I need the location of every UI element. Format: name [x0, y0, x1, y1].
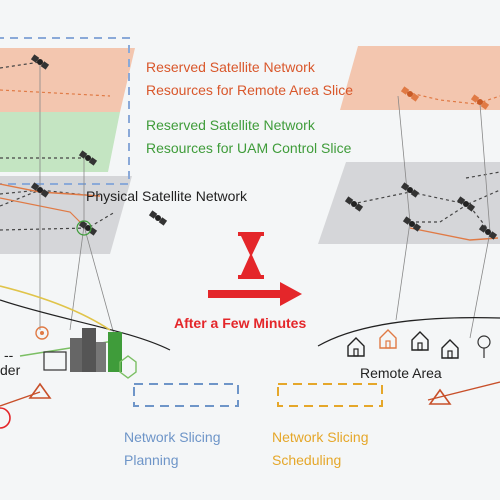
hourglass-icon	[238, 232, 264, 279]
ground-station-icon	[28, 382, 452, 405]
uam-slice-label-line1: Reserved Satellite Network	[146, 117, 315, 133]
remote-slice-label-line1: Reserved Satellite Network	[146, 59, 315, 75]
planning-dashed-box	[133, 383, 239, 407]
scheduling-label-line2: Scheduling	[272, 452, 342, 468]
satellite-icon	[148, 210, 168, 226]
after-minutes-label: After a Few Minutes	[174, 315, 307, 331]
planning-label-line1: Network Slicing	[124, 429, 221, 445]
house-icon	[441, 339, 459, 359]
uam-slice-plane-left	[0, 112, 120, 172]
partial-dash-label: --	[4, 347, 14, 363]
uam-slice-label-line2: Resources for UAM Control Slice	[146, 140, 352, 156]
scheduling-dashed-box	[277, 383, 383, 407]
planning-label-line2: Planning	[124, 452, 179, 468]
house-icon	[411, 331, 429, 351]
drone-icon	[35, 326, 49, 340]
remote-slice-label-line2: Resources for Remote Area Slice	[146, 82, 353, 98]
remote-slice-plane-left	[0, 48, 135, 112]
arrow-right-icon	[208, 282, 302, 306]
building-icon	[43, 328, 122, 372]
antenna-icon	[477, 335, 491, 358]
physical-plane-right	[318, 162, 500, 244]
house-icon	[347, 337, 365, 357]
remote-area-label: Remote Area	[360, 365, 442, 381]
antenna-icon	[119, 355, 137, 379]
physical-network-label: Physical Satellite Network	[86, 188, 248, 204]
partial-der-label: der	[0, 362, 21, 378]
scheduling-label-line1: Network Slicing	[272, 429, 369, 445]
remote-slice-plane-right	[340, 46, 500, 110]
